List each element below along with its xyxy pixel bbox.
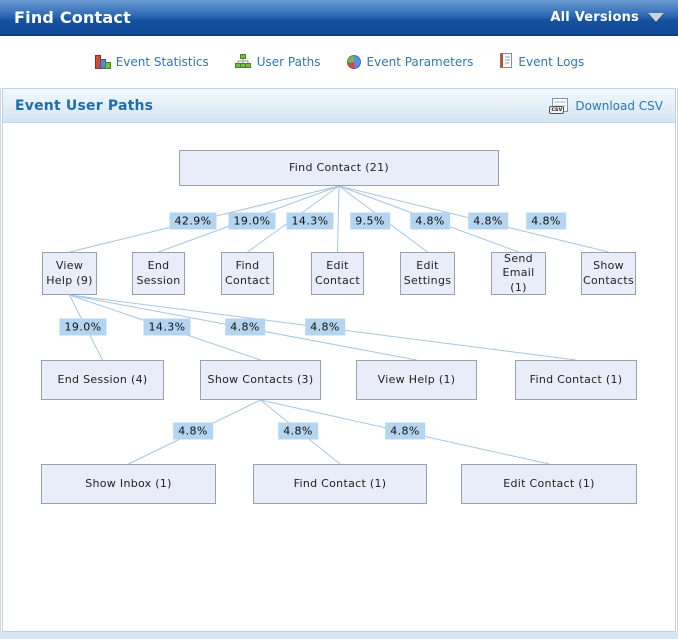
version-selector-label: All Versions <box>550 9 639 25</box>
version-selector[interactable]: All Versions <box>550 10 664 25</box>
nav-label: Event Parameters <box>366 55 474 69</box>
nav-user-paths[interactable]: User Paths <box>234 53 321 71</box>
bar-chart-icon <box>94 54 111 69</box>
nav-event-statistics[interactable]: Event Statistics <box>94 54 209 69</box>
nav-event-parameters[interactable]: Event Parameters <box>346 55 474 69</box>
page-title: Find Contact <box>14 7 131 27</box>
nav-label: Event Statistics <box>115 55 209 69</box>
panel-title: Event User Paths <box>15 97 154 114</box>
download-csv-link[interactable]: csv Download CSV <box>549 97 663 114</box>
csv-file-icon: csv <box>549 97 569 114</box>
nav-label: User Paths <box>256 55 321 69</box>
nav-event-logs[interactable]: Event Logs <box>499 53 584 71</box>
log-icon <box>499 53 513 71</box>
nav-label: Event Logs <box>518 55 585 69</box>
bottom-strip <box>0 632 678 639</box>
csv-icon-text: csv <box>549 105 565 114</box>
topbar: Find Contact All Versions <box>0 0 678 36</box>
panel-header: Event User Paths csv Download CSV <box>3 89 675 123</box>
download-csv-label: Download CSV <box>575 98 663 113</box>
chevron-down-icon <box>648 12 664 22</box>
event-user-paths-panel: Event User Paths csv Download CSV <box>2 88 676 632</box>
sitemap-icon <box>234 53 251 71</box>
event-nav: Event Statistics User Paths Event Parame… <box>0 36 678 88</box>
pie-chart-icon <box>346 55 361 69</box>
